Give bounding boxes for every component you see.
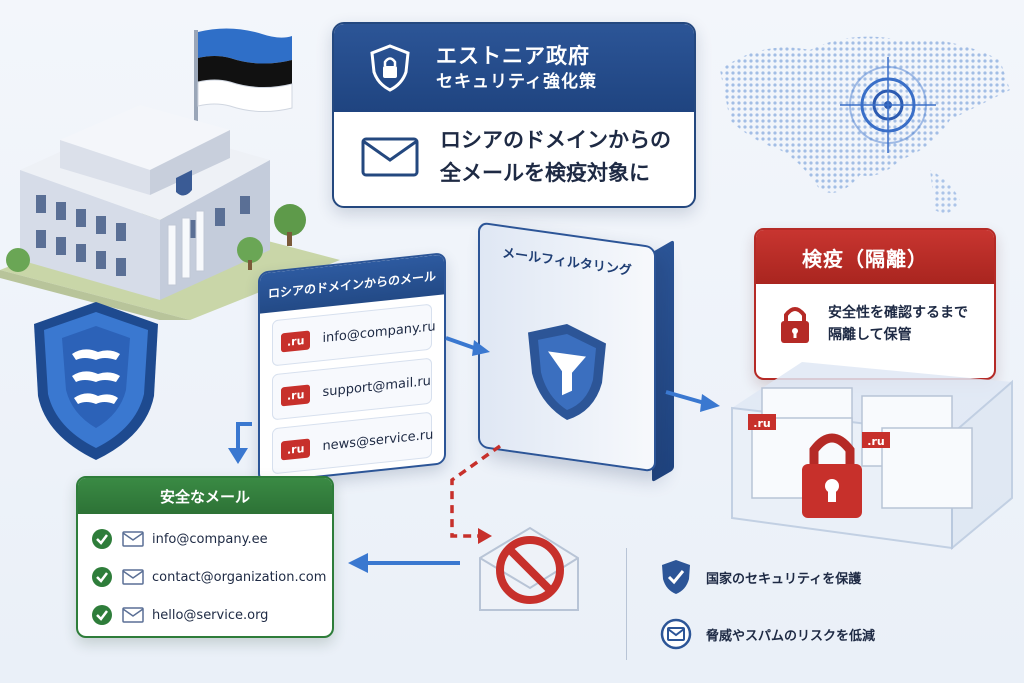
world-map-illustration [720, 36, 1010, 214]
ru-badge: .ru [281, 383, 311, 406]
shield-lock-icon [370, 44, 410, 92]
ru-badge: .ru [281, 437, 311, 460]
safe-email-address: info@company.ee [152, 531, 268, 547]
ru-badge: .ru [281, 329, 311, 352]
incoming-email-row: .ru support@mail.ru [272, 357, 432, 421]
benefit-text: 国家のセキュリティを保護 [706, 571, 862, 587]
title-line2: セキュリティ強化策 [436, 71, 597, 92]
quarantine-desc-line2: 隔離して保管 [828, 327, 912, 344]
filter-title: メールフィルタリング [502, 245, 632, 279]
title-body-line1: ロシアのドメインからの [440, 128, 671, 152]
shield-funnel-icon [528, 323, 606, 420]
incoming-email-address: info@company.ru [322, 318, 436, 346]
envelope-icon [122, 531, 144, 547]
incoming-email-address: support@mail.ru [322, 373, 431, 400]
estonian-flag-icon [197, 28, 293, 112]
envelope-circle-icon [660, 618, 692, 650]
safe-mail-row: info@company.ee [78, 520, 332, 558]
benefit-item: 国家のセキュリティを保護 [660, 558, 861, 596]
title-card-header: エストニア政府 セキュリティ強化策 [334, 24, 694, 112]
filter-device: メールフィルタリング [478, 221, 656, 473]
large-padlock-icon [802, 433, 862, 518]
quarantine-badge-label: .ru [867, 435, 884, 448]
safe-mail-card: 安全なメール info@company.ee contact@organizat… [76, 476, 334, 638]
safe-mail-row: contact@organization.com [78, 558, 332, 596]
safe-email-address: contact@organization.com [152, 569, 327, 585]
dashed-red-arrow-icon [450, 444, 502, 544]
padlock-icon [781, 307, 809, 344]
title-card-body: ロシアのドメインからの 全メールを検疫対象に [334, 112, 694, 189]
benefit-text: 脅威やスパムのリスクを低減 [706, 628, 876, 644]
safe-email-address: hello@service.org [152, 607, 269, 623]
title-body-line2: 全メールを検疫対象に [440, 160, 650, 185]
check-circle-icon [92, 567, 112, 587]
arrow-to-quarantine-icon [665, 390, 720, 412]
envelope-icon [122, 607, 144, 623]
check-circle-icon [92, 605, 112, 625]
incoming-email-row: .ru news@service.ru [272, 411, 434, 475]
quarantine-card: 検疫（隔離） 安全性を確認するまで 隔離して保管 [754, 228, 996, 380]
incoming-email-address: news@service.ru [322, 426, 434, 454]
title-line1: エストニア政府 [436, 44, 590, 69]
quarantine-badge-label: .ru [753, 417, 770, 430]
arrow-to-filter-icon [445, 336, 490, 356]
arrow-to-safe-icon [348, 553, 460, 573]
quarantine-desc-line1: 安全性を確認するまで [828, 305, 968, 321]
divider [626, 548, 627, 660]
check-circle-icon [92, 529, 112, 549]
shield-check-icon [662, 560, 690, 594]
title-card: エストニア政府 セキュリティ強化策 ロシアのドメインからの 全メールを検疫対象に [332, 22, 696, 208]
estonian-coat-of-arms-icon [34, 302, 158, 460]
safe-mail-row: hello@service.org [78, 596, 332, 634]
benefit-item: 脅威やスパムのリスクを低減 [660, 618, 875, 650]
quarantine-title: 検疫（隔離） [756, 230, 994, 284]
quarantine-box-illustration: .ru .ru [731, 362, 1013, 551]
incoming-email-card: ロシアのドメインからのメール .ru info@company.ru .ru s… [258, 252, 446, 484]
envelope-icon [361, 137, 419, 177]
envelope-icon [122, 569, 144, 585]
incoming-email-row: .ru info@company.ru [272, 303, 436, 367]
blocked-email-icon [479, 526, 579, 611]
arrow-down-left-icon [228, 422, 252, 464]
safe-mail-title: 安全なメール [78, 478, 332, 514]
target-icon [840, 57, 936, 153]
government-building-illustration [0, 28, 340, 320]
